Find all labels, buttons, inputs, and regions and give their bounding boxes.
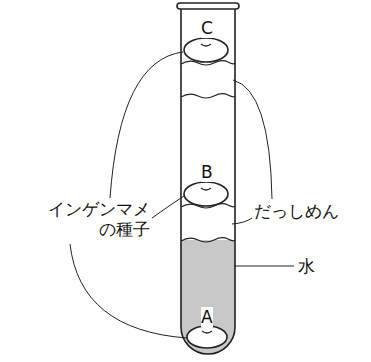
seed-b xyxy=(184,182,228,206)
callout-letter: A xyxy=(201,307,213,327)
test-tube xyxy=(181,8,235,354)
leader-seed-c xyxy=(110,52,183,198)
leader-seed-b xyxy=(152,196,184,218)
part-label: 水 xyxy=(298,256,315,276)
leader-water xyxy=(234,266,294,267)
cotton-lower-bottom xyxy=(181,238,235,242)
tube-rim xyxy=(177,3,239,9)
seed-c xyxy=(184,38,228,62)
leader-seed-a xyxy=(70,244,187,338)
leader-cotton-lower xyxy=(232,218,252,224)
callout-letter: C xyxy=(201,18,213,38)
part-label: インゲンマメ の種子 xyxy=(48,199,150,239)
callout-letter: B xyxy=(201,162,213,182)
water xyxy=(170,240,250,362)
leader-cotton-upper xyxy=(233,80,272,199)
seed-a xyxy=(187,326,227,348)
cotton-upper-bottom xyxy=(181,94,235,98)
part-label: だっしめん xyxy=(254,201,339,221)
